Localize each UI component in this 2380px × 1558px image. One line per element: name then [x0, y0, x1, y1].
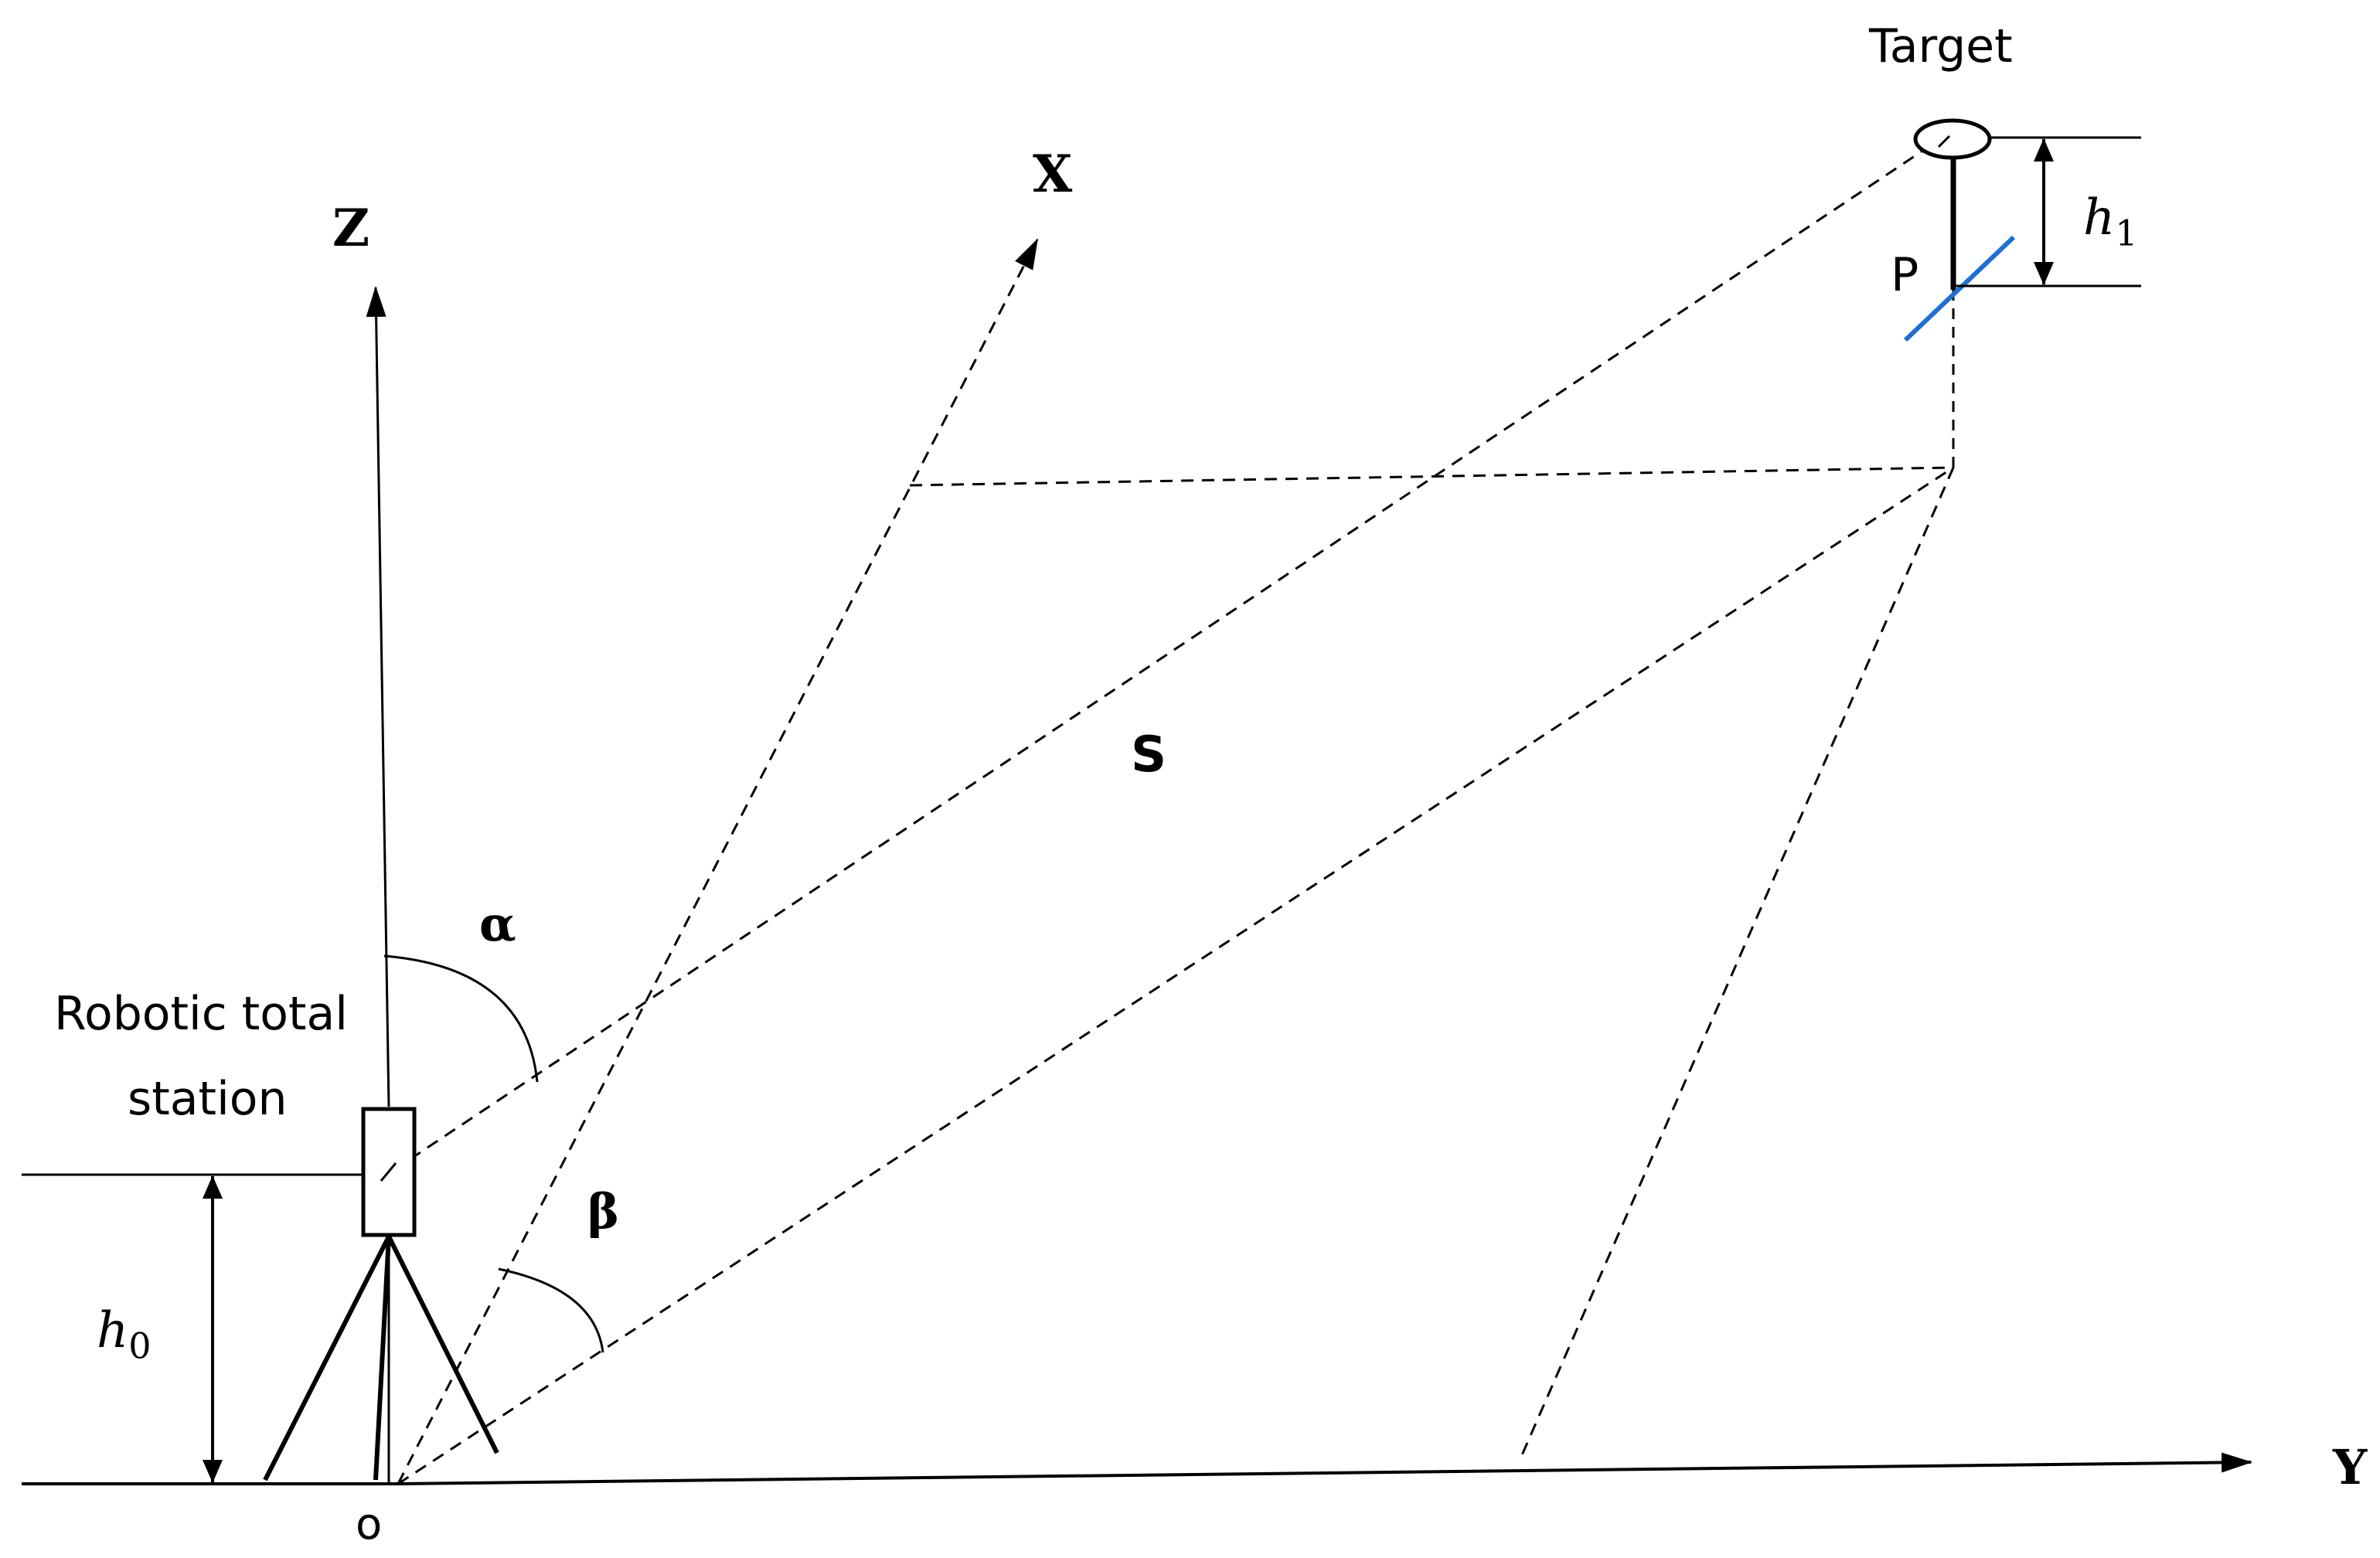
origin-label: o [356, 1499, 383, 1549]
alpha-angle-arc [383, 954, 539, 1083]
prism-plane-mark [1903, 235, 2016, 342]
tripod-leg-middle [373, 1236, 391, 1481]
target-prism-icon [1913, 118, 1992, 160]
y-axis-label: Y [2333, 1439, 2368, 1495]
h1-label: h1 [2083, 193, 2138, 251]
y-projection-line [1520, 467, 1955, 1458]
x-projection-line [909, 466, 1954, 487]
target-label: Target [1869, 19, 2013, 73]
tripod-leg-left [263, 1235, 391, 1481]
alpha-label: α [479, 896, 516, 952]
beta-angle-arc [498, 1267, 604, 1353]
z-axis-label: Z [332, 198, 370, 258]
h1-variable: h [2083, 189, 2116, 247]
instrument-sight-mark [380, 1162, 397, 1182]
x-axis-label: X [1033, 144, 1073, 204]
y-axis-line [397, 1452, 2252, 1485]
point-p-label: P [1891, 248, 1919, 302]
sight-line-s [392, 138, 1941, 1172]
z-axis-line [366, 286, 390, 1107]
h0-label: h0 [97, 1306, 152, 1364]
instrument-label-line2: station [128, 1072, 288, 1126]
horizontal-projection-line [397, 466, 1954, 1485]
distance-s-label: S [1131, 726, 1167, 784]
instrument-label-line1: Robotic total [54, 987, 348, 1041]
h0-variable: h [97, 1302, 129, 1359]
beta-label: β [587, 1183, 620, 1240]
tripod-leg-right [386, 1235, 499, 1454]
h0-subscript: 0 [128, 1325, 152, 1367]
target-center-mark [1937, 134, 1951, 148]
x-axis-line [397, 238, 1039, 1485]
h1-subscript: 1 [2115, 212, 2138, 254]
